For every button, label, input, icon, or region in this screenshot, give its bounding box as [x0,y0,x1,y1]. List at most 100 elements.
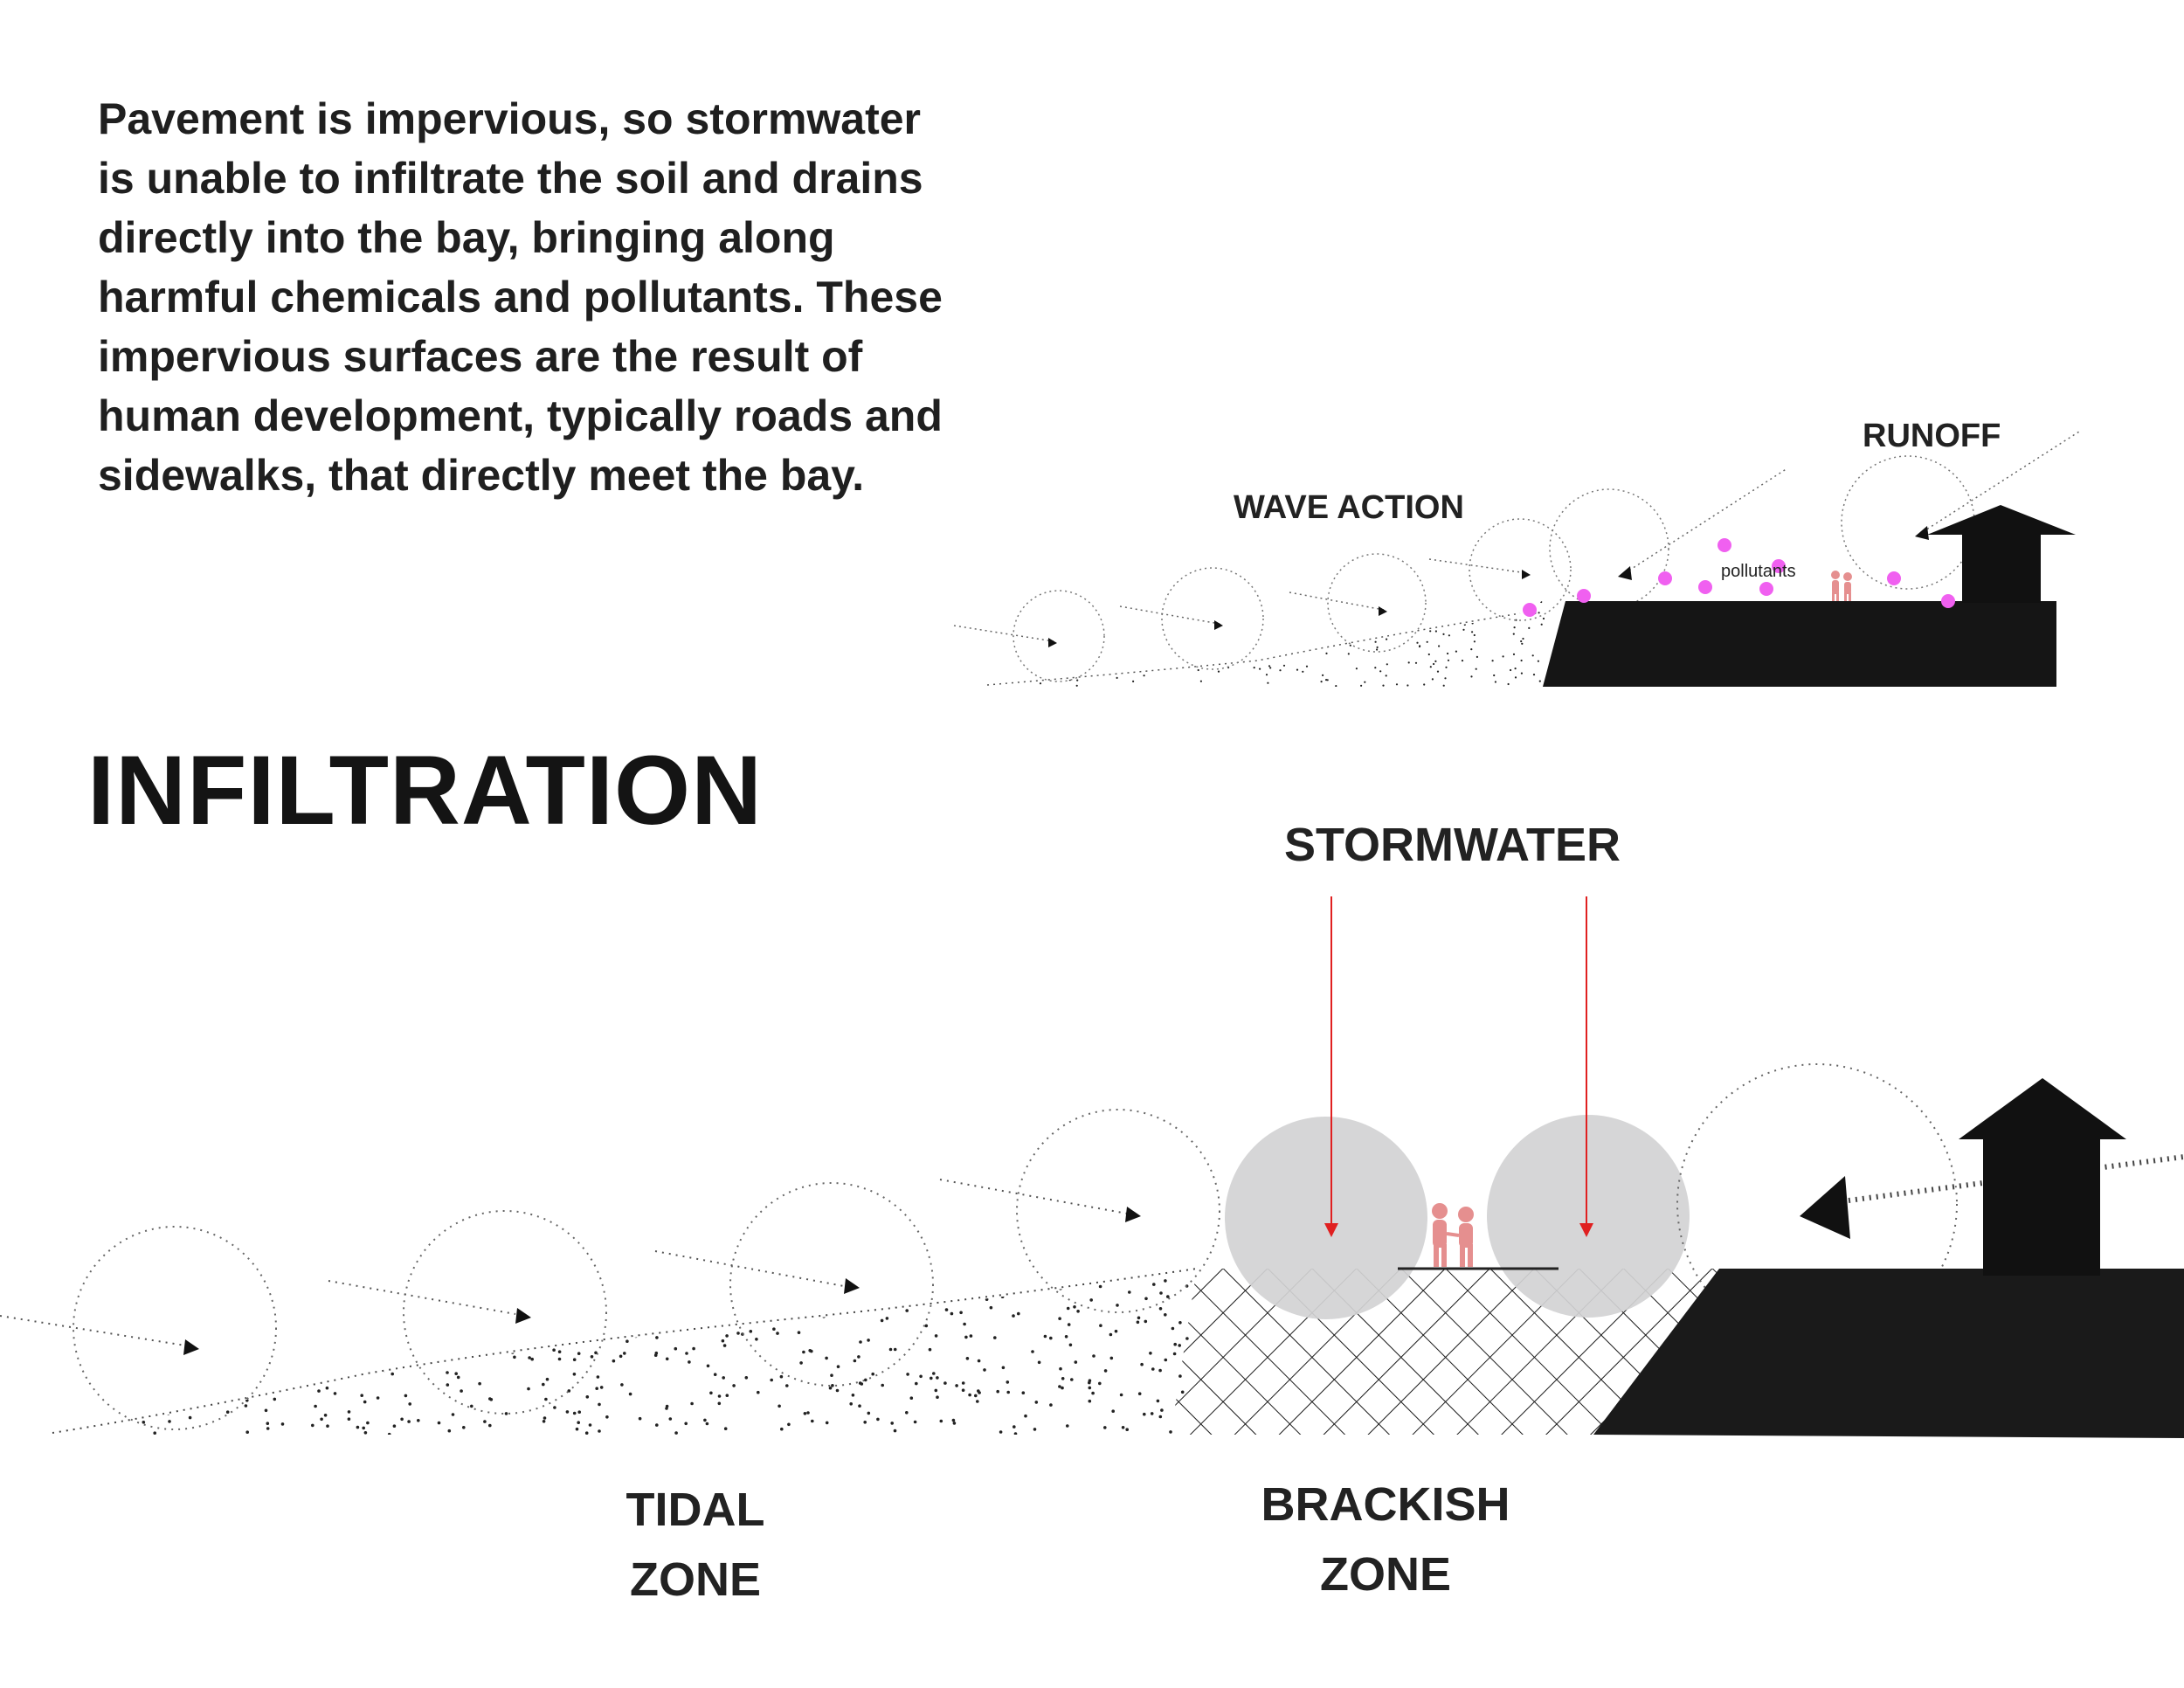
sand-dot [770,1378,773,1382]
sand-dot [138,1283,142,1287]
sand-dot [79,1323,83,1326]
sand-dot [1128,606,1130,610]
sand-dot [779,1374,784,1379]
sand-dot [950,1311,954,1316]
sand-dot [1429,630,1432,633]
sand-dot [1493,674,1496,677]
sand-dot [599,1386,604,1389]
sand-dot [156,1340,159,1344]
sand-dot [901,1302,904,1305]
sand-dot [325,1386,329,1390]
sand-dot [1520,659,1523,662]
sand-dot [915,1381,918,1386]
sand-dot [1071,624,1075,626]
sand-dot [1236,633,1239,635]
sand-dot [722,1344,727,1347]
sand-dot [857,1270,860,1271]
sand-dot [1538,612,1540,614]
sand-dot [901,1287,905,1291]
sand-dot [1471,622,1474,625]
sand-dot [1540,600,1543,604]
sand-dot [905,1309,909,1312]
sand-dot [1000,1295,1005,1298]
sand-dot [528,1356,531,1359]
sand-dot [328,1352,332,1356]
sand-dot [1076,613,1079,616]
sand-dot [1241,613,1245,617]
sand-dot [266,1427,270,1430]
sand-dot [943,1381,947,1385]
sand-dot [384,1291,389,1295]
sand-dot [1267,681,1269,684]
sand-dot [553,1406,556,1409]
sand-dot [284,1369,287,1373]
intro-line: sidewalks, that directly meet the bay. [98,451,865,500]
sand-dot [1503,604,1505,606]
sand-dot [1059,1366,1062,1371]
sand-dot [185,1295,189,1299]
sand-dot [623,1352,626,1355]
sand-dot [589,1304,593,1309]
sand-dot [1305,665,1309,668]
sand-dot [77,1404,81,1408]
sand-dot [1046,675,1048,678]
sand-dot [554,1277,558,1282]
tidal-zone-line: ZONE [629,1553,761,1606]
sand-dot [1171,1266,1175,1269]
page-title: INFILTRATION [87,736,764,845]
sand-dot [446,1383,450,1387]
sand-dot [317,1389,321,1393]
sand-dot [1088,1386,1092,1390]
sand-dot [124,1325,128,1329]
sand-dot [717,1401,722,1406]
sand-dot [1382,684,1385,687]
sand-dot [333,1392,337,1395]
sand-dot [1114,1329,1118,1333]
sand-dot [188,1415,192,1420]
sand-dot [59,1325,62,1329]
sand-dot [1473,640,1476,643]
sand-dot [906,1373,909,1376]
sand-dot [1386,638,1388,640]
intro-line: is unable to infiltrate the soil and dra… [98,154,923,203]
sand-dot [1119,638,1122,640]
intro-line: harmful chemicals and pollutants. These [98,273,943,322]
sand-dot [1448,634,1450,637]
sand-dot [1103,1426,1107,1429]
sand-dot [1220,619,1222,622]
sand-dot [1463,623,1466,626]
sand-dot [825,1356,828,1360]
sand-dot [749,1330,753,1333]
sand-dot [1390,625,1393,627]
sand-dot [488,1397,492,1401]
sand-dot [218,1320,223,1324]
sand-dot [1374,640,1377,643]
sand-dot [1416,625,1419,627]
sand-dot [460,1389,463,1393]
sand-dot [868,1270,873,1271]
sand-dot [989,642,992,645]
sand-dot [1049,1403,1053,1407]
sand-dot [1363,629,1365,633]
sand-dot [1415,626,1418,629]
sand-dot [1253,645,1255,647]
sand-dot [645,1305,649,1309]
sand-dot [713,1373,717,1376]
sand-dot [1058,1317,1061,1320]
sand-dot [407,1420,411,1423]
sand-dot [584,1431,589,1435]
sand-dot [561,1304,564,1308]
sand-dot [826,1293,829,1297]
sand-dot [797,1331,801,1334]
sand-dot [1260,632,1262,634]
sand-dot [1178,1321,1182,1325]
sand-dot [244,1404,248,1408]
sand-dot [851,1394,855,1397]
sand-dot [153,1431,156,1435]
sand-dot [1065,1273,1068,1276]
sand-dot [1210,651,1213,654]
sand-dot [913,1420,917,1424]
sand-dot [576,1266,579,1269]
sand-dot [655,1423,659,1427]
sand-dot [1542,617,1545,620]
